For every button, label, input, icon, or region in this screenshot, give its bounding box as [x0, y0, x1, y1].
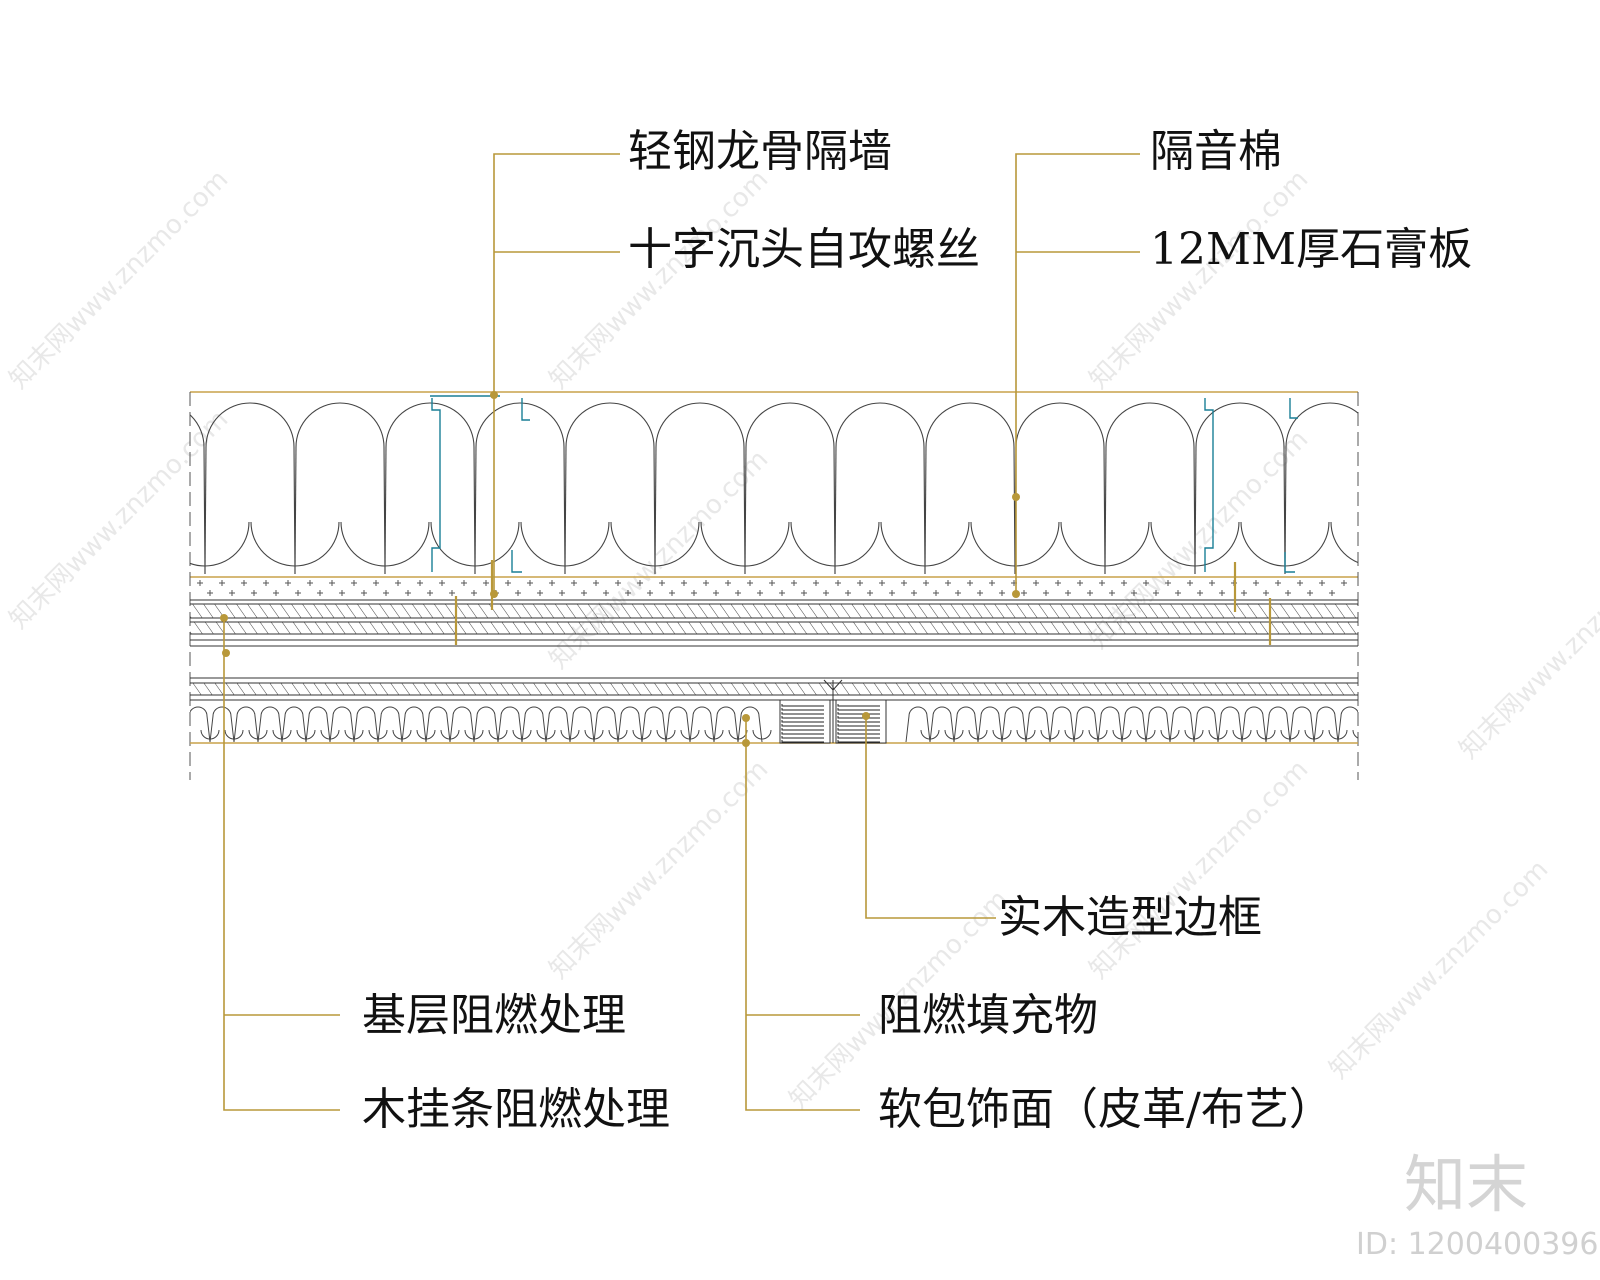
watermark-text: 知末网www.znzmo.com [544, 164, 775, 395]
steel-stud-left [430, 395, 530, 573]
leader-lines [220, 153, 1140, 1111]
fireproof-filler-hatch [190, 706, 1358, 743]
gypsum-board-layer [190, 580, 1358, 601]
watermark-text: 知末网www.znzmo.com [4, 164, 235, 395]
label-screw: 十字沉头自攻螺丝 [628, 224, 980, 275]
watermark-text: 知末网www.znzmo.com [1084, 164, 1315, 395]
label-base-fireproof: 基层阻燃处理 [362, 990, 626, 1041]
watermark-text: 知末网www.znzmo.com [1324, 854, 1555, 1085]
base-board-layer [190, 603, 1358, 647]
watermark-text: 知末网www.znzmo.com [544, 754, 775, 985]
steel-stud-right [1204, 398, 1298, 573]
label-soft-finish: 软包饰面（皮革/布艺） [878, 1084, 1333, 1135]
solid-wood-frame [779, 679, 887, 744]
brand-watermark: 知末 [1404, 1148, 1528, 1221]
label-sound-insulation: 隔音棉 [1150, 126, 1282, 177]
label-keel-partition: 轻钢龙骨隔墙 [628, 126, 892, 177]
countersunk-screws [454, 560, 1272, 645]
label-gypsum-board: 12MM厚石膏板 [1150, 224, 1472, 275]
label-filler-fireproof: 阻燃填充物 [878, 990, 1098, 1041]
label-batten-fireproof: 木挂条阻燃处理 [362, 1084, 670, 1135]
label-wood-frame: 实木造型边框 [998, 892, 1262, 943]
watermark-text: 知末网www.znzmo.com [1084, 754, 1315, 985]
sound-insulation-hatch [190, 402, 1358, 575]
soft-wrap-panel-layer [190, 677, 1358, 744]
watermark-text: 知末网www.znzmo.com [1084, 424, 1315, 655]
watermark-text: 知末网www.znzmo.com [1454, 534, 1600, 765]
partition-insulation-layer [189, 391, 1359, 780]
image-id-watermark: ID: 1200400396 [1356, 1227, 1598, 1262]
